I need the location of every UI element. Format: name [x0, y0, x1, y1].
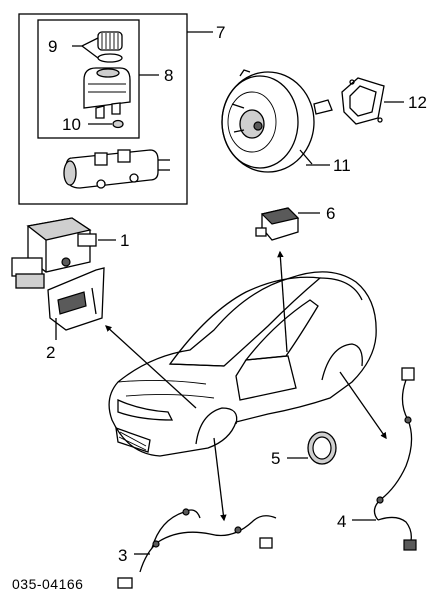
callout-9: 9 [48, 37, 57, 56]
callout-11: 11 [333, 156, 351, 175]
sensor-module-part [255, 207, 320, 241]
callout-5: 5 [271, 449, 280, 468]
callout-12: 12 [408, 93, 427, 112]
rear-wheel-sensor-harness-part [352, 367, 417, 551]
callout-4: 4 [337, 512, 346, 531]
abs-hydraulic-unit-part [11, 217, 116, 289]
callout-8: 8 [164, 66, 173, 85]
abs-bracket-part [47, 267, 105, 340]
location-arrows [105, 250, 387, 522]
front-wheel-sensor-harness-part [117, 508, 277, 589]
booster-gasket-part [341, 77, 404, 125]
callout-3: 3 [118, 546, 127, 565]
reservoir-cap-part [72, 31, 123, 63]
brake-booster-part [221, 69, 333, 173]
callout-7: 7 [216, 23, 225, 42]
callout-10: 10 [62, 115, 81, 134]
master-cylinder-part [63, 149, 170, 189]
brake-fluid-reservoir-part [83, 67, 131, 119]
reservoir-grommet-part [88, 119, 124, 129]
sensor-ring-part [287, 431, 337, 465]
master-cylinder-assembly-box [18, 13, 213, 205]
callout-2: 2 [46, 343, 55, 362]
vehicle-outline [108, 271, 377, 457]
callout-6: 6 [326, 204, 335, 223]
diagram-code: 035-04166 [12, 576, 83, 592]
callout-1: 1 [120, 231, 129, 250]
